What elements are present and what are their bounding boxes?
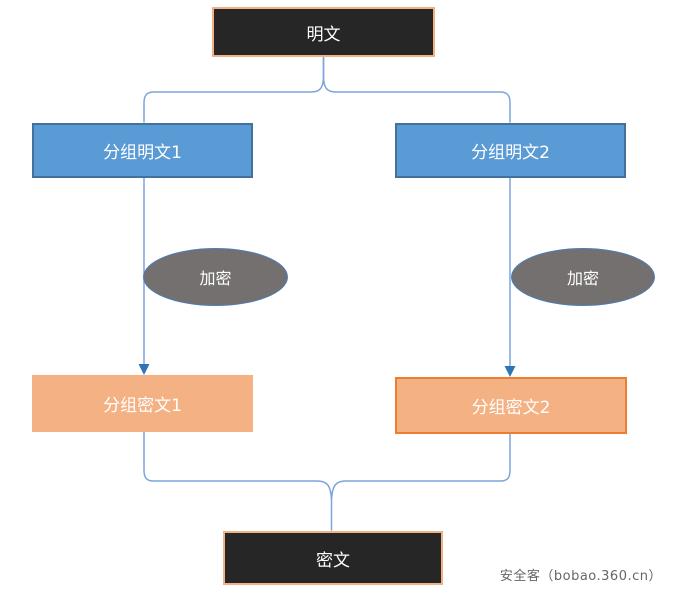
encrypt-left-label: 加密 — [199, 269, 232, 288]
merge-brace-left — [143, 431, 333, 531]
plaintext-node: 明文 — [212, 7, 435, 57]
block-plaintext-2-label: 分组明文2 — [471, 143, 550, 163]
encrypt-ellipse-left: 加密 — [143, 248, 288, 306]
ciphertext-label: 密文 — [316, 550, 350, 571]
block-ciphertext-1-label: 分组密文1 — [103, 396, 182, 416]
block-plaintext-2-node: 分组明文2 — [395, 123, 626, 178]
encrypt-ellipse-right: 加密 — [511, 248, 655, 306]
encrypt-right-label: 加密 — [566, 269, 599, 288]
split-brace-right — [322, 56, 511, 123]
block-plaintext-1-label: 分组明文1 — [103, 143, 182, 163]
arrowhead-left — [138, 364, 150, 375]
block-ciphertext-1-node: 分组密文1 — [32, 375, 253, 432]
block-ciphertext-2-label: 分组密文2 — [471, 398, 551, 418]
block-plaintext-1-node: 分组明文1 — [32, 123, 253, 178]
watermark: 安全客（bobao.360.cn） — [499, 569, 662, 584]
arrowhead-right — [504, 366, 516, 377]
merge-brace-right — [330, 433, 511, 500]
split-brace-left — [143, 56, 325, 123]
ciphertext-node: 密文 — [223, 531, 443, 585]
block-ciphertext-2-node: 分组密文2 — [395, 377, 627, 434]
plaintext-label: 明文 — [306, 24, 341, 45]
